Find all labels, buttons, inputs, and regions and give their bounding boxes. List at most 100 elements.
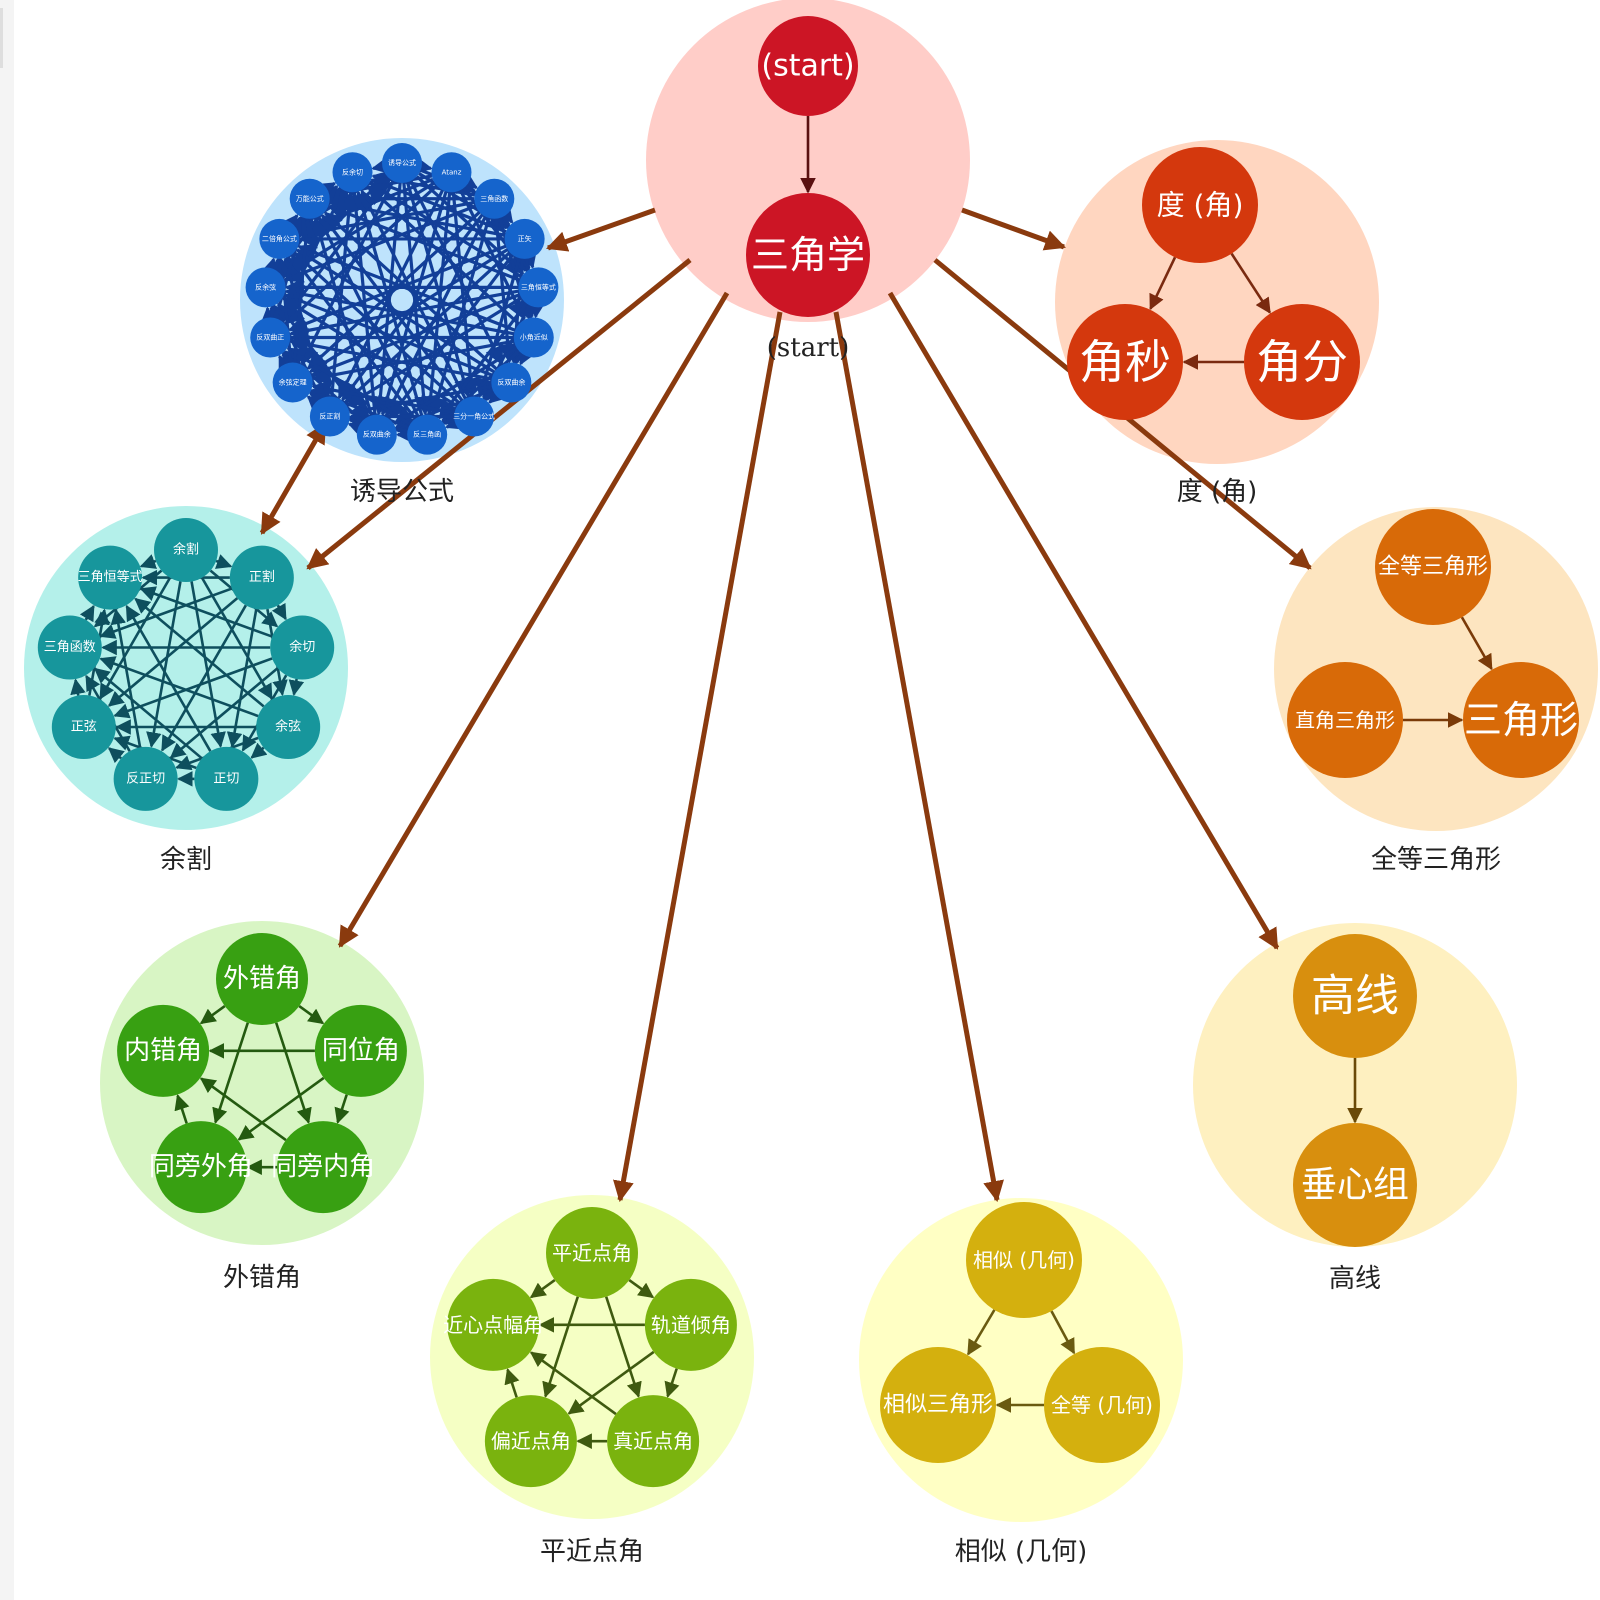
node-circle[interactable] — [484, 1395, 577, 1488]
node-youdao-8[interactable]: 反三角函 — [407, 414, 448, 455]
node-start-0[interactable]: (start) — [758, 16, 858, 116]
node-circle[interactable] — [504, 218, 545, 259]
node-circle[interactable] — [1067, 304, 1183, 420]
node-circle[interactable] — [154, 1121, 247, 1214]
node-circle[interactable] — [245, 267, 286, 308]
node-circle[interactable] — [518, 267, 559, 308]
node-circle[interactable] — [1287, 662, 1403, 778]
node-youdao-1[interactable]: Atanz — [431, 152, 472, 193]
inner-edge — [1050, 1310, 1076, 1355]
node-circle[interactable] — [216, 933, 308, 1025]
node-circle[interactable] — [607, 1395, 700, 1488]
node-circle[interactable] — [1463, 662, 1579, 778]
node-circle[interactable] — [447, 1278, 540, 1371]
node-pingjin-2[interactable]: 真近点角 — [607, 1395, 700, 1488]
node-circle[interactable] — [113, 746, 178, 811]
node-xiangsi-0[interactable]: 相似 (几何) — [966, 1202, 1082, 1318]
node-start-1[interactable]: 三角学 — [746, 193, 870, 317]
node-circle[interactable] — [644, 1278, 737, 1371]
node-youdao-6[interactable]: 反双曲余 — [491, 362, 532, 403]
node-circle[interactable] — [117, 1004, 210, 1097]
node-circle[interactable] — [880, 1347, 996, 1463]
node-gaoxian-0[interactable]: 高线 — [1293, 934, 1417, 1058]
node-yuge-2[interactable]: 余切 — [270, 615, 335, 680]
node-pingjin-0[interactable]: 平近点角 — [546, 1207, 638, 1299]
node-waicuo-4[interactable]: 内错角 — [117, 1004, 210, 1097]
node-circle[interactable] — [270, 615, 335, 680]
node-pingjin-4[interactable]: 近心点幅角 — [443, 1278, 543, 1371]
node-youdao-3[interactable]: 正矢 — [504, 218, 545, 259]
node-circle[interactable] — [229, 545, 294, 610]
node-youdao-2[interactable]: 三角函数 — [474, 178, 515, 219]
node-quandeng-1[interactable]: 三角形 — [1463, 662, 1579, 778]
node-circle[interactable] — [758, 16, 858, 116]
node-circle[interactable] — [513, 317, 554, 358]
inner-edges-pingjin — [504, 1278, 680, 1449]
node-youdao-16[interactable]: 反余切 — [332, 152, 373, 193]
node-youdao-13[interactable]: 反余弦 — [245, 267, 286, 308]
node-circle[interactable] — [272, 362, 313, 403]
node-xiangsi-1[interactable]: 全等 (几何) — [1044, 1347, 1160, 1463]
node-circle[interactable] — [314, 1004, 407, 1097]
node-youdao-15[interactable]: 万能公式 — [289, 178, 330, 219]
node-circle[interactable] — [250, 317, 291, 358]
node-circle[interactable] — [431, 152, 472, 193]
node-circle[interactable] — [546, 1207, 638, 1299]
node-circle[interactable] — [1142, 147, 1258, 263]
node-circle[interactable] — [37, 615, 102, 680]
node-circle[interactable] — [1044, 1347, 1160, 1463]
node-yuge-1[interactable]: 正割 — [229, 545, 294, 610]
node-du-0[interactable]: 度 (角) — [1142, 147, 1258, 263]
node-pingjin-3[interactable]: 偏近点角 — [484, 1395, 577, 1488]
node-circle[interactable] — [1375, 509, 1491, 625]
node-youdao-9[interactable]: 反双曲余 — [356, 414, 397, 455]
node-youdao-11[interactable]: 余弦定理 — [272, 362, 313, 403]
node-pingjin-1[interactable]: 轨道倾角 — [644, 1278, 737, 1371]
node-circle[interactable] — [259, 218, 300, 259]
node-du-2[interactable]: 角秒 — [1067, 304, 1183, 420]
node-circle[interactable] — [454, 396, 495, 437]
node-waicuo-0[interactable]: 外错角 — [216, 933, 308, 1025]
node-circle[interactable] — [256, 695, 321, 759]
node-xiangsi-2[interactable]: 相似三角形 — [880, 1347, 996, 1463]
node-yuge-0[interactable]: 余割 — [154, 518, 218, 582]
node-circle[interactable] — [746, 193, 870, 317]
node-yuge-3[interactable]: 余弦 — [256, 695, 321, 759]
node-yuge-4[interactable]: 正切 — [194, 746, 259, 811]
node-circle[interactable] — [309, 396, 350, 437]
node-circle[interactable] — [474, 178, 515, 219]
node-circle[interactable] — [966, 1202, 1082, 1318]
node-circle[interactable] — [1293, 934, 1417, 1058]
node-circle[interactable] — [1293, 1123, 1417, 1247]
node-youdao-5[interactable]: 小角近似 — [513, 317, 554, 358]
node-waicuo-1[interactable]: 同位角 — [314, 1004, 407, 1097]
node-waicuo-3[interactable]: 同旁外角 — [149, 1121, 253, 1214]
node-circle[interactable] — [194, 746, 259, 811]
node-circle[interactable] — [289, 178, 330, 219]
node-youdao-7[interactable]: 三分一角公式 — [453, 396, 495, 437]
node-circle[interactable] — [332, 152, 373, 193]
node-circle[interactable] — [1244, 304, 1360, 420]
node-youdao-10[interactable]: 反正割 — [309, 396, 350, 437]
node-quandeng-0[interactable]: 全等三角形 — [1375, 509, 1491, 625]
node-yuge-6[interactable]: 正弦 — [51, 695, 116, 759]
node-circle[interactable] — [277, 1121, 370, 1214]
node-quandeng-2[interactable]: 直角三角形 — [1287, 662, 1403, 778]
node-circle[interactable] — [154, 518, 218, 582]
node-yuge-7[interactable]: 三角函数 — [37, 615, 102, 680]
node-youdao-14[interactable]: 二倍角公式 — [259, 218, 300, 259]
node-circle[interactable] — [407, 414, 448, 455]
node-youdao-0[interactable]: 诱导公式 — [382, 143, 422, 183]
node-youdao-12[interactable]: 反双曲正 — [250, 317, 291, 358]
node-yuge-5[interactable]: 反正切 — [113, 746, 178, 811]
node-youdao-4[interactable]: 三角恒等式 — [518, 267, 559, 308]
node-circle[interactable] — [491, 362, 532, 403]
node-circle[interactable] — [51, 695, 116, 759]
node-circle[interactable] — [356, 414, 397, 455]
node-gaoxian-1[interactable]: 垂心组 — [1293, 1123, 1417, 1247]
node-du-1[interactable]: 角分 — [1244, 304, 1360, 420]
node-yuge-8[interactable]: 三角恒等式 — [78, 545, 143, 610]
node-waicuo-2[interactable]: 同旁内角 — [271, 1121, 375, 1214]
node-circle[interactable] — [78, 545, 143, 610]
node-circle[interactable] — [382, 143, 422, 183]
